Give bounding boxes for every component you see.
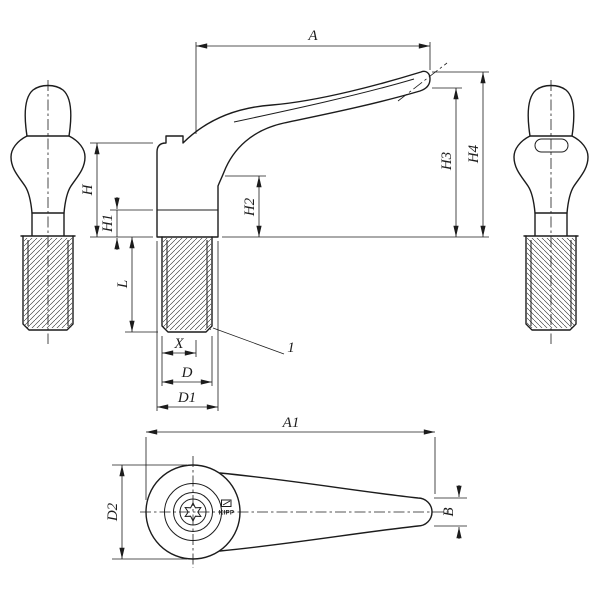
leader-line	[212, 327, 285, 355]
handle-tip-center-line	[397, 62, 448, 102]
dim-d: D	[161, 336, 213, 386]
dim-b: B	[434, 485, 467, 539]
dim-label-b: B	[441, 507, 457, 516]
dim-h3: H3	[439, 88, 459, 237]
extension-line	[161, 336, 213, 386]
dim-h2: H2	[225, 175, 266, 237]
dim-label-h2: H2	[242, 197, 258, 217]
dim-label-h4: H4	[466, 144, 482, 164]
dim-label-d2: D2	[105, 502, 121, 522]
logo-text: KIPP	[219, 510, 235, 517]
extension-line	[145, 437, 436, 500]
lever-slot	[534, 138, 569, 153]
dim-d2: D2	[105, 464, 187, 560]
thread-hatching	[163, 238, 211, 330]
dim-label-h3: H3	[439, 152, 455, 171]
dim-label-x: X	[173, 336, 184, 352]
thread-root-lines	[166, 240, 208, 328]
side-view-main	[156, 62, 448, 333]
front-view-right	[513, 79, 589, 345]
front-view-left	[10, 80, 86, 344]
extension-line	[434, 497, 467, 527]
dim-x: X	[162, 336, 197, 357]
dim-label-h1: H1	[100, 214, 116, 233]
threaded-stud-outline	[161, 236, 213, 333]
dim-label-d1: D1	[177, 390, 196, 406]
dim-label-l: L	[115, 280, 131, 289]
extension-line	[222, 71, 489, 238]
dim-h1: H1	[100, 197, 153, 250]
top-view: KIPP	[140, 456, 450, 568]
mirrored-lever-shape	[513, 79, 589, 345]
dim-label-a: A	[307, 28, 318, 44]
dim-a1: A1	[145, 415, 436, 500]
logo-flag-stripe	[222, 500, 231, 506]
handle-and-boss-outline	[156, 70, 431, 238]
handle-plan-outline	[219, 472, 433, 552]
dim-label-h: H	[80, 183, 96, 196]
dim-h4: H4	[466, 72, 486, 237]
callout-1-label: 1	[287, 340, 295, 356]
dimensions-main-view: A H H1 H2 H3 H4	[80, 28, 489, 411]
dimensions-top-view: A1 D2 B	[105, 415, 467, 560]
dim-a: A	[195, 28, 431, 134]
dim-label-a1: A1	[282, 415, 300, 431]
extension-line	[195, 42, 431, 134]
extension-line	[90, 142, 153, 238]
extension-line	[112, 464, 187, 560]
manufacturer-logo: KIPP	[219, 499, 235, 517]
logo-flag-icon	[221, 499, 232, 507]
lever-knob-outline	[24, 84, 72, 137]
callout-1: 1	[212, 327, 295, 356]
dim-d1: D1	[156, 241, 219, 411]
dim-label-d: D	[181, 365, 193, 381]
dim-l: L	[115, 237, 158, 333]
dim-h: H	[80, 142, 153, 238]
thread-root-lines	[27, 240, 69, 326]
handle-inner-contour	[233, 78, 415, 123]
extension-line	[156, 241, 219, 411]
